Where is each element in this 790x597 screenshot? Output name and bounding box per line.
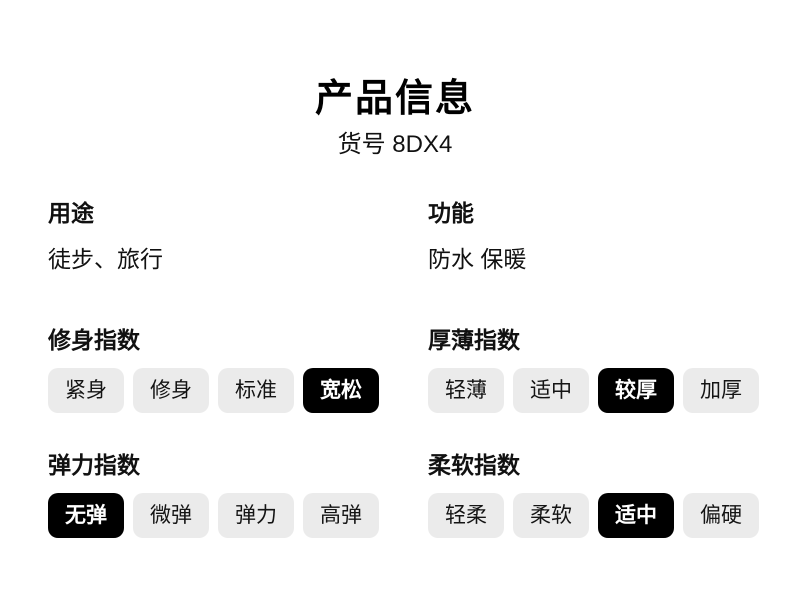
thickness-index-pill-row: 轻薄 适中 较厚 加厚: [428, 368, 759, 413]
option-pill: 弹力: [218, 493, 294, 538]
section-softness-index: 柔软指数 轻柔 柔软 适中 偏硬: [428, 452, 759, 538]
function-value: 防水 保暖: [428, 246, 527, 272]
right-column: 功能 防水 保暖 厚薄指数 轻薄 适中 较厚 加厚 柔软指数 轻柔 柔软 适中: [428, 200, 759, 538]
section-fit-index: 修身指数 紧身 修身 标准 宽松: [48, 327, 428, 413]
option-pill: 紧身: [48, 368, 124, 413]
option-pill: 较厚: [598, 368, 674, 413]
usage-value: 徒步、旅行: [48, 246, 163, 272]
option-pill: 柔软: [513, 493, 589, 538]
section-function: 功能 防水 保暖: [428, 200, 759, 273]
option-pill: 修身: [133, 368, 209, 413]
function-heading: 功能: [428, 200, 474, 226]
option-pill: 适中: [598, 493, 674, 538]
elasticity-index-pill-row: 无弹 微弹 弹力 高弹: [48, 493, 428, 538]
info-grid: 用途 徒步、旅行 修身指数 紧身 修身 标准 宽松 弹力指数 无弹 微弹 弹力: [0, 200, 790, 538]
option-pill: 无弹: [48, 493, 124, 538]
page-title: 产品信息: [314, 78, 475, 120]
option-pill: 适中: [513, 368, 589, 413]
section-usage: 用途 徒步、旅行: [48, 200, 428, 273]
softness-index-heading: 柔软指数: [428, 452, 520, 478]
option-pill: 偏硬: [683, 493, 759, 538]
option-pill: 标准: [218, 368, 294, 413]
section-elasticity-index: 弹力指数 无弹 微弹 弹力 高弹: [48, 452, 428, 538]
thickness-index-heading: 厚薄指数: [428, 327, 520, 353]
option-pill: 宽松: [303, 368, 379, 413]
fit-index-pill-row: 紧身 修身 标准 宽松: [48, 368, 428, 413]
fit-index-heading: 修身指数: [48, 327, 140, 353]
option-pill: 高弹: [303, 493, 379, 538]
item-number: 货号 8DX4: [337, 131, 453, 158]
left-column: 用途 徒步、旅行 修身指数 紧身 修身 标准 宽松 弹力指数 无弹 微弹 弹力: [48, 200, 428, 538]
option-pill: 加厚: [683, 368, 759, 413]
option-pill: 轻柔: [428, 493, 504, 538]
option-pill: 轻薄: [428, 368, 504, 413]
elasticity-index-heading: 弹力指数: [48, 452, 140, 478]
option-pill: 微弹: [133, 493, 209, 538]
usage-heading: 用途: [48, 200, 94, 226]
softness-index-pill-row: 轻柔 柔软 适中 偏硬: [428, 493, 759, 538]
section-thickness-index: 厚薄指数 轻薄 适中 较厚 加厚: [428, 327, 759, 413]
